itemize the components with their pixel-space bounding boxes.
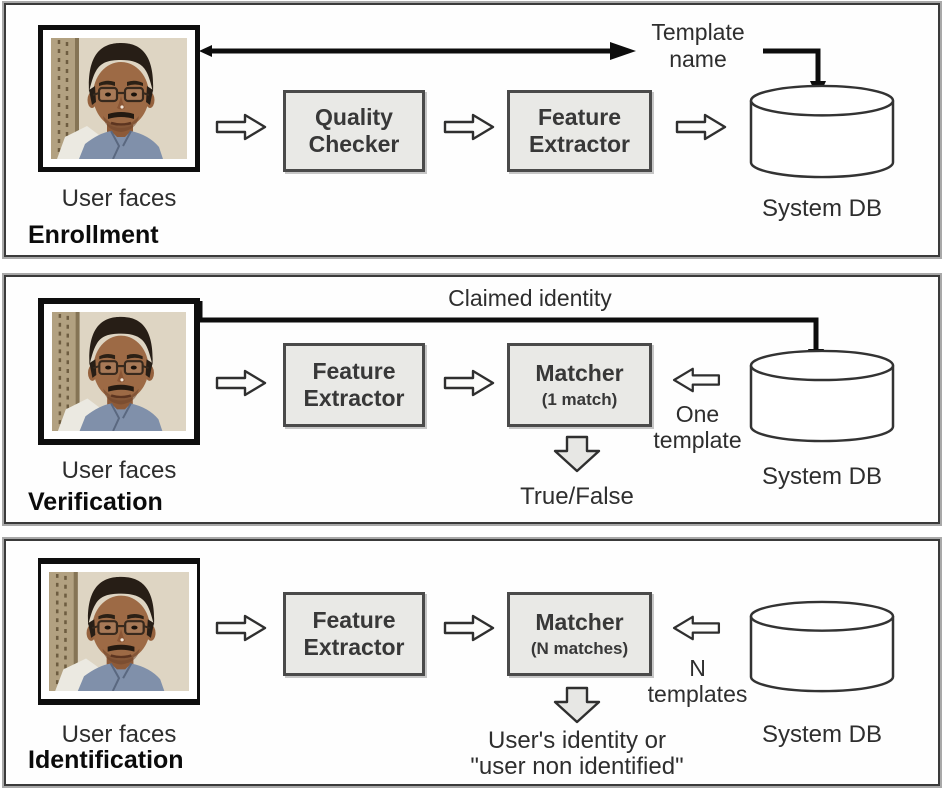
panel-verification: Claimed identity User faces Verification…: [2, 273, 942, 526]
system-db-label: System DB: [761, 721, 883, 748]
matcher-subtitle: (N matches): [530, 639, 629, 658]
section-label-enrollment: Enrollment: [28, 221, 159, 249]
box-label-line: Extractor: [303, 385, 405, 411]
feature-extractor-box: Feature Extractor: [283, 343, 425, 427]
user-faces-caption: User faces: [61, 185, 177, 212]
box-label-line: Feature: [312, 607, 396, 633]
panel-identification: User faces Identification Feature Extrac…: [2, 537, 942, 788]
flow-arrow-down-icon: [552, 686, 602, 724]
panel-enrollment: User faces Enrollment Quality Checker Fe…: [2, 1, 942, 259]
matcher-subtitle: (1 match): [541, 390, 618, 409]
db-feed-line: One: [675, 401, 720, 427]
box-label-line: Quality: [315, 104, 393, 130]
user-faces-caption: User faces: [61, 721, 177, 748]
template-name-annotation: Template name: [628, 19, 768, 73]
section-label-verification: Verification: [28, 488, 163, 516]
annotation-line: name: [669, 46, 727, 72]
flow-arrow-right-icon: [215, 112, 267, 142]
db-feed-line: templates: [647, 681, 748, 707]
flow-arrow-right-icon: [215, 613, 267, 643]
flow-arrow-right-icon: [443, 112, 495, 142]
matcher-box: Matcher (N matches): [507, 592, 652, 676]
flow-arrow-right-icon: [675, 112, 727, 142]
system-db-label: System DB: [761, 463, 883, 490]
matcher-title: Matcher: [535, 360, 624, 386]
box-label-line: Extractor: [303, 634, 405, 660]
section-label-identification: Identification: [28, 746, 184, 774]
feature-extractor-box: Feature Extractor: [283, 592, 425, 676]
identification-result-line2: "user non identified": [470, 753, 684, 780]
one-template-label: One template: [640, 401, 755, 453]
flow-arrow-left-icon: [670, 614, 723, 642]
box-label-line: Feature: [537, 104, 622, 130]
box-label-line: Feature: [312, 358, 396, 384]
face-photo-frame: [38, 298, 200, 445]
flow-arrow-right-icon: [215, 368, 267, 398]
face-photo-frame: [38, 558, 200, 705]
feature-extractor-box: Feature Extractor: [507, 90, 652, 172]
quality-checker-box: Quality Checker: [283, 90, 425, 172]
matcher-title: Matcher: [535, 609, 624, 635]
claimed-identity-annotation: Claimed identity: [448, 285, 612, 311]
face-photo-frame: [38, 25, 200, 172]
database-icon: [748, 349, 896, 444]
identification-result-line1: User's identity or: [488, 727, 666, 754]
box-label-line: Checker: [308, 131, 400, 157]
database-icon: [748, 84, 896, 180]
n-templates-label: N templates: [640, 655, 755, 707]
flow-arrow-down-icon: [552, 435, 602, 473]
user-face-photo: [49, 572, 189, 691]
box-label-line: Extractor: [529, 131, 630, 157]
matcher-box: Matcher (1 match): [507, 343, 652, 427]
annotation-line: Template: [651, 19, 745, 45]
database-icon: [748, 600, 896, 694]
flow-arrow-right-icon: [443, 368, 495, 398]
user-face-photo: [52, 312, 186, 431]
db-feed-line: N: [689, 655, 706, 681]
db-feed-line: template: [653, 427, 742, 453]
system-db-label: System DB: [761, 195, 883, 222]
true-false-label: True/False: [520, 483, 634, 510]
flow-arrow-left-icon: [670, 366, 723, 394]
flow-arrow-right-icon: [443, 613, 495, 643]
user-face-photo: [51, 38, 187, 159]
user-faces-caption: User faces: [61, 457, 177, 484]
